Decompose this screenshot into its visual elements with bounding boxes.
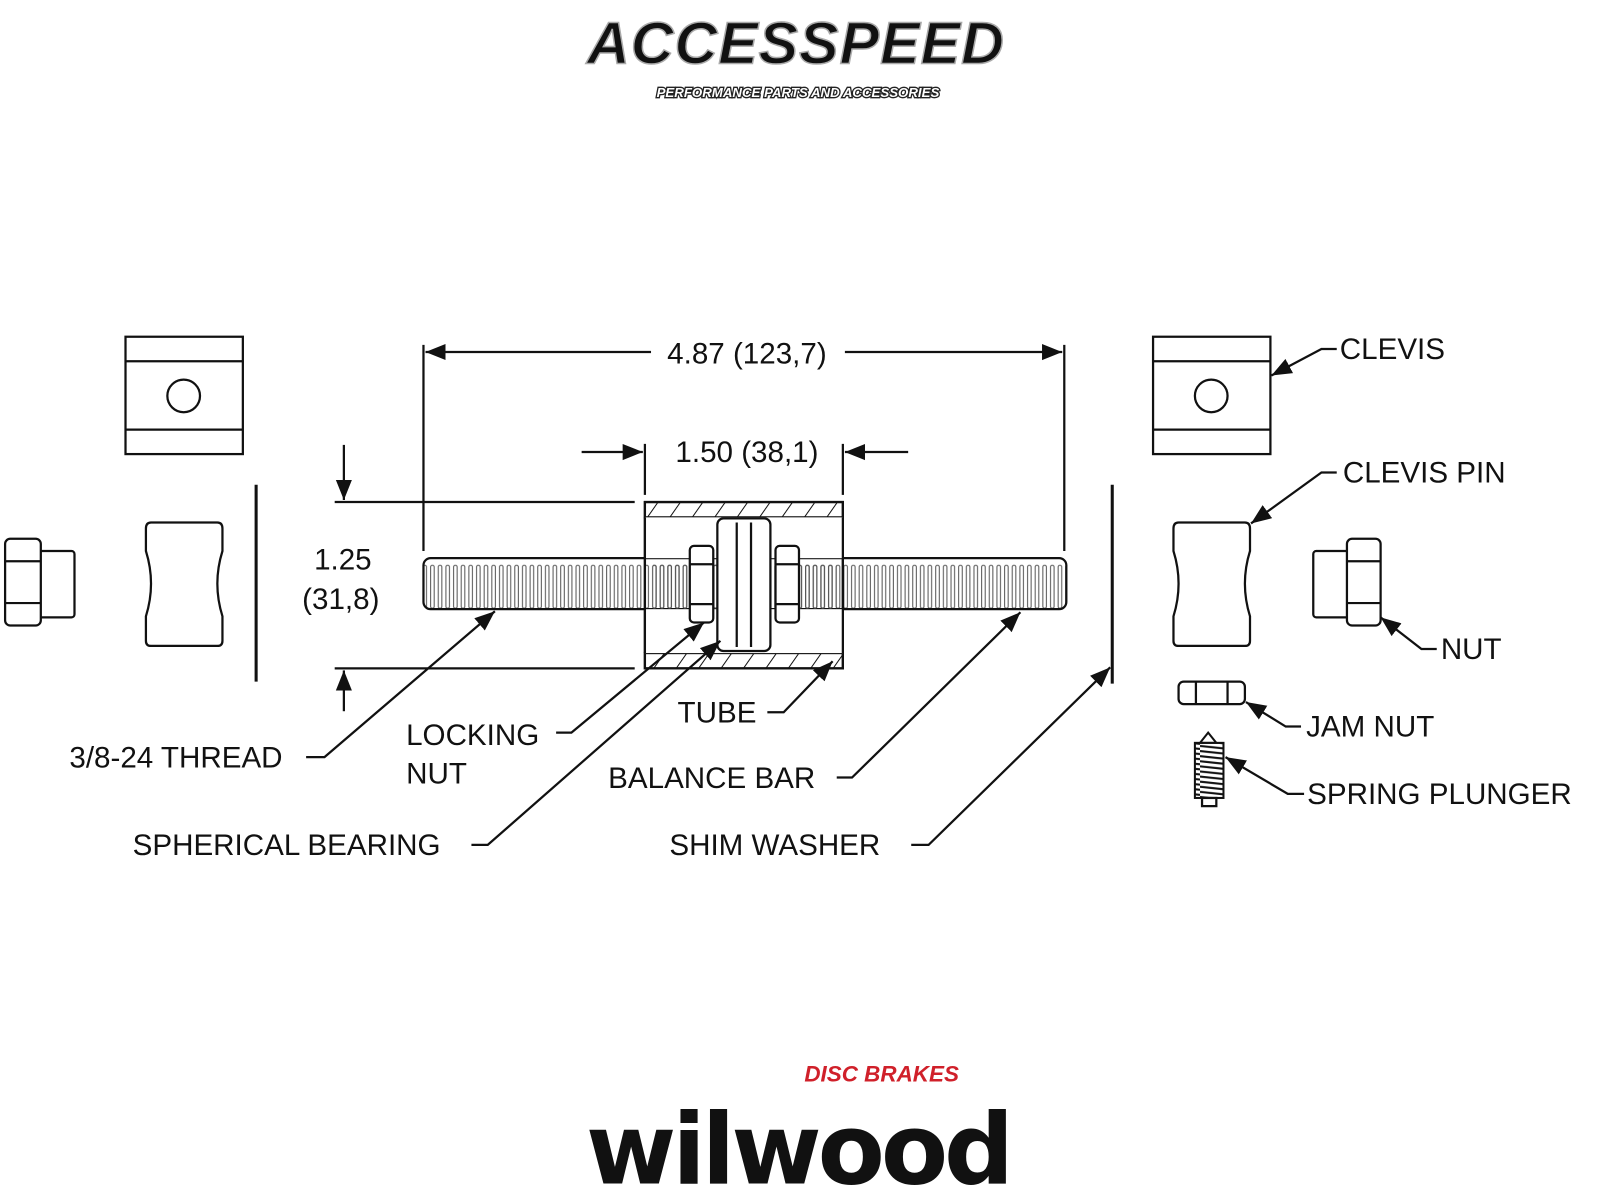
locking-nut-left [688, 544, 715, 624]
label-jam-nut: JAM NUT [1306, 711, 1434, 744]
label-shim-washer: SHIM WASHER [669, 829, 880, 862]
wilwood-logo: DISC BRAKES wilwood [586, 1062, 1014, 1200]
leader-lines [306, 347, 1437, 847]
logo-brand-text: ACCESSPEED [585, 9, 1005, 76]
accesspeed-logo: ACCESSPEED PERFORMANCE PARTS AND ACCESSO… [584, 8, 1005, 101]
jam-nut [1177, 680, 1247, 706]
tube-diameter-mm: (31,8) [302, 583, 379, 616]
clevis-right [1151, 335, 1272, 456]
spherical-bearing [716, 517, 772, 653]
tube-length-value: 1.50 (38,1) [675, 436, 818, 469]
label-tube: TUBE [678, 696, 757, 729]
label-clevis-pin: CLEVIS PIN [1343, 457, 1506, 490]
wilwood-brand: wilwood [586, 1094, 1010, 1200]
clevis-pin-right [1172, 521, 1252, 648]
dimension-tube-diameter: 1.25 (31,8) [302, 444, 635, 712]
label-locking-nut: LOCKING [406, 719, 539, 752]
tube-diameter-in: 1.25 [314, 543, 372, 576]
dimension-overall-length: 4.87 (123,7) [422, 337, 1066, 552]
nut-left [3, 537, 76, 627]
wilwood-tagline: DISC BRAKES [804, 1062, 959, 1087]
label-thread: 3/8-24 THREAD [69, 741, 282, 774]
clevis-left [124, 335, 244, 456]
label-locking-nut-2: NUT [406, 758, 467, 791]
overall-length-value: 4.87 (123,7) [667, 337, 827, 370]
logo-tagline-text: PERFORMANCE PARTS AND ACCESSORIES [657, 85, 940, 100]
spring-plunger [1193, 731, 1225, 808]
locking-nut-right [774, 544, 801, 624]
dimension-tube-length: 1.50 (38,1) [581, 436, 909, 495]
label-balance-bar: BALANCE BAR [608, 762, 815, 795]
clevis-pin-left [144, 521, 224, 648]
label-spring-plunger: SPRING PLUNGER [1307, 778, 1572, 811]
nut-right [1312, 537, 1382, 627]
label-clevis: CLEVIS [1340, 333, 1445, 366]
label-nut: NUT [1441, 633, 1502, 666]
label-spherical-bearing: SPHERICAL BEARING [133, 829, 441, 862]
